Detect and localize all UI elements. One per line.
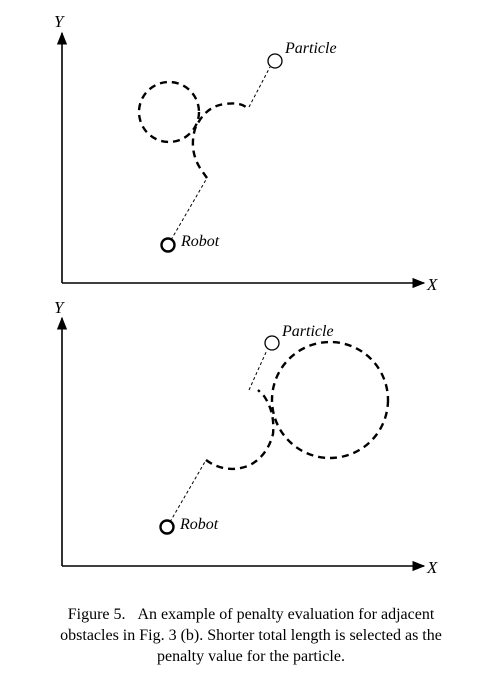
bottom-x-axis-label: X — [426, 558, 438, 577]
top-particle-marker — [267, 53, 283, 69]
bottom-panel: Y X Particle Robot — [54, 298, 438, 577]
bottom-particle-connector — [248, 349, 268, 391]
bottom-particle-marker — [264, 335, 280, 351]
top-obstacle-circle — [137, 80, 201, 144]
bottom-penalty-path — [205, 389, 275, 471]
bottom-particle-label: Particle — [281, 323, 334, 340]
caption-line-2: obstacles in Fig. 3 (b). Shorter total l… — [60, 627, 442, 644]
top-penalty-path — [191, 102, 247, 179]
top-particle-connector — [248, 66, 271, 108]
top-robot-label: Robot — [180, 233, 220, 250]
top-x-axis-label: X — [426, 275, 438, 294]
bottom-robot-marker — [159, 519, 175, 535]
bottom-obstacle-circle — [270, 340, 390, 460]
figure-caption: Figure 5. An example of penalty evaluati… — [0, 604, 502, 667]
top-particle-label: Particle — [284, 40, 337, 57]
bottom-robot-connector — [169, 459, 207, 523]
top-robot-connector — [170, 177, 208, 241]
bottom-robot-label: Robot — [179, 516, 219, 533]
figure-diagram: Y X Particle Robot Y X Particle — [54, 12, 438, 577]
caption-line-3: penalty value for the particle. — [157, 648, 345, 665]
caption-line-1: Figure 5. An example of penalty evaluati… — [67, 606, 435, 623]
top-y-axis-label: Y — [54, 12, 65, 31]
top-robot-marker — [160, 237, 176, 253]
bottom-y-axis-label: Y — [54, 298, 65, 317]
top-panel: Y X Particle Robot — [54, 12, 438, 294]
